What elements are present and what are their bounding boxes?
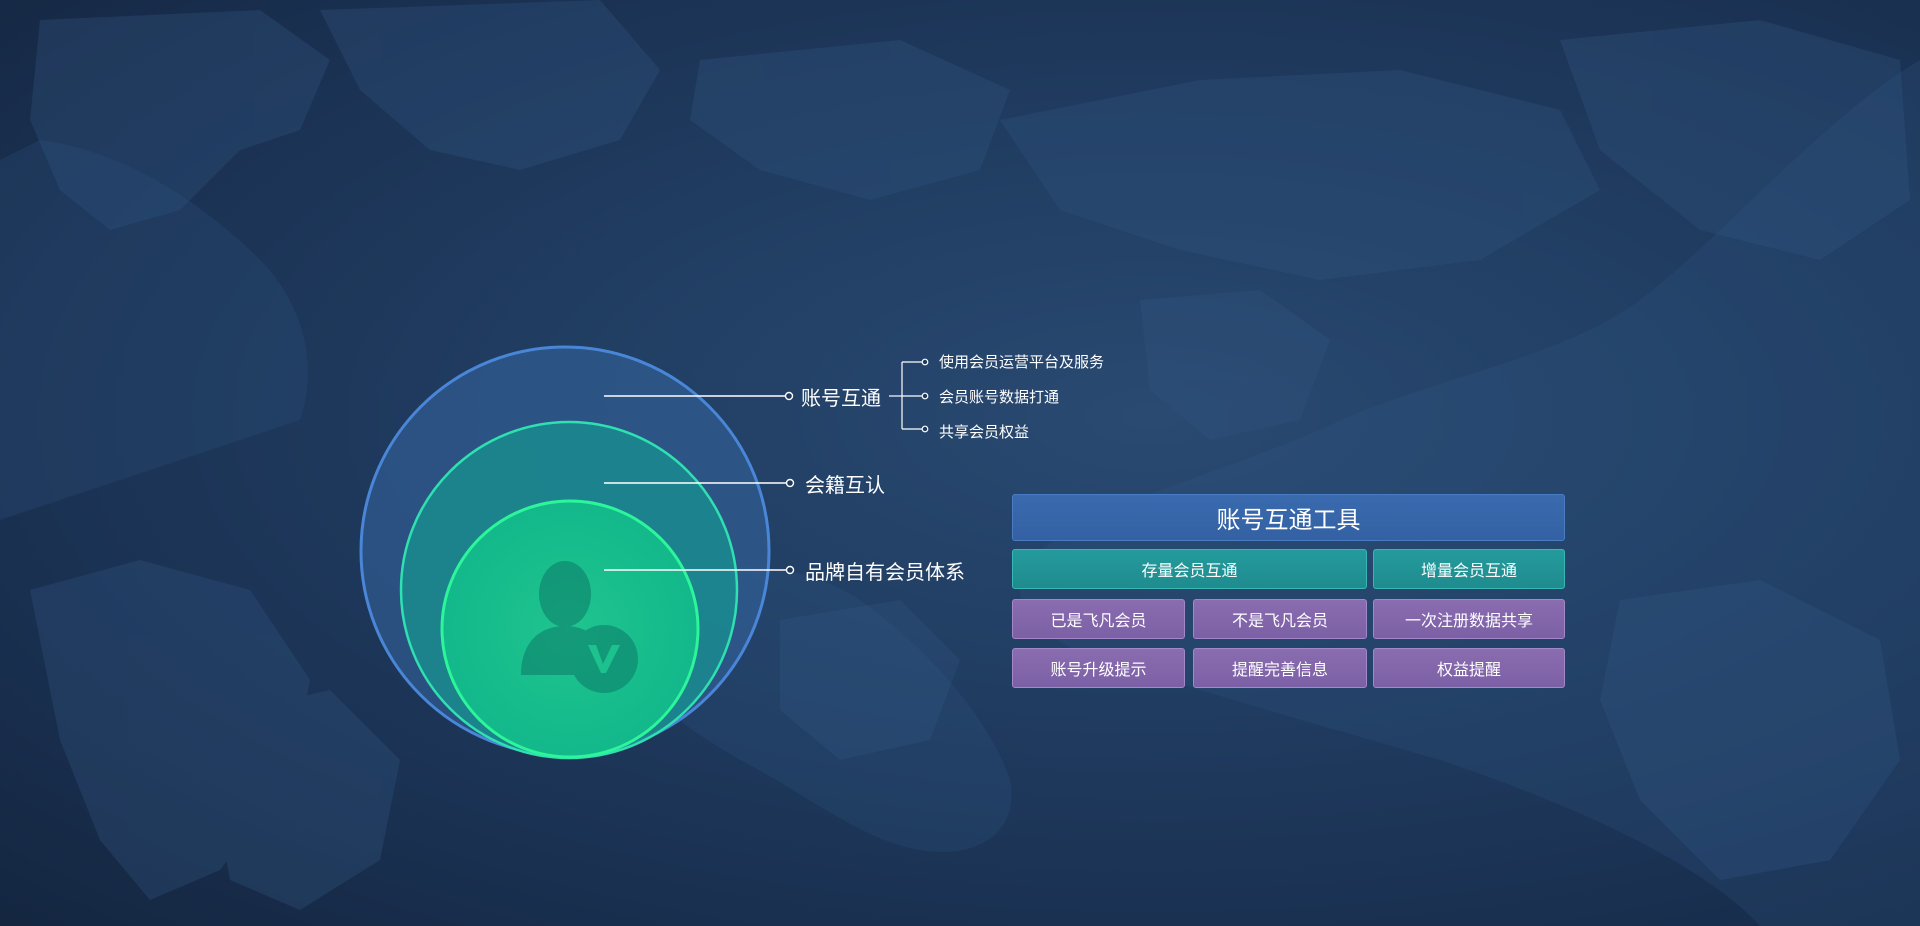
connector-lines (604, 391, 795, 575)
layer-label-membership-recognition: 会籍互认 (805, 473, 885, 497)
tile-complete-info-reminder: 提醒完善信息 (1193, 648, 1367, 688)
branch-label-data-sync: 会员账号数据打通 (939, 388, 1060, 406)
tile-account-upgrade-tip: 账号升级提示 (1012, 648, 1185, 688)
tool-panel-title: 账号互通工具 (1012, 494, 1565, 541)
tile-not-member: 不是飞凡会员 (1193, 599, 1367, 639)
layer-label-account-interop: 账号互通 (801, 386, 881, 410)
branch-bracket (889, 358, 929, 433)
layer-label-brand-membership: 品牌自有会员体系 (805, 560, 965, 584)
tile-one-time-registration: 一次注册数据共享 (1373, 599, 1565, 639)
branch-label-shared-benefits: 共享会员权益 (939, 423, 1030, 441)
tile-benefit-reminder: 权益提醒 (1373, 648, 1565, 688)
column-existing-members: 存量会员互通 (1012, 549, 1367, 589)
tile-already-member: 已是飞凡会员 (1012, 599, 1185, 639)
verified-member-icon (521, 561, 638, 693)
branch-label-platform-services: 使用会员运营平台及服务 (939, 353, 1105, 371)
column-new-members: 增量会员互通 (1373, 549, 1565, 589)
